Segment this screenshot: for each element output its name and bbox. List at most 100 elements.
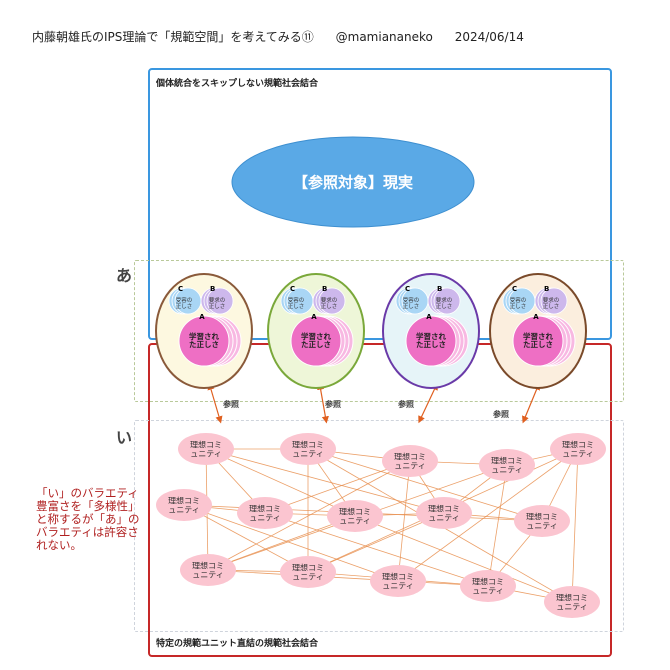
community-label: 理想コミュニティ	[472, 576, 504, 595]
ref-arrow-label: 参照	[397, 399, 414, 409]
community-label: 理想コミュニティ	[428, 503, 460, 522]
page-header: 内藤朝雄氏のIPS理論で「規範空間」を考えてみる⑪ @mamiananeko 2…	[32, 28, 542, 45]
community-link	[205, 448, 356, 517]
ref-arrow-label: 参照	[324, 399, 341, 409]
row-label-a: あ	[116, 266, 133, 285]
band-a	[134, 260, 624, 402]
community-14: 理想コミュニティ	[460, 570, 516, 602]
community-link	[307, 512, 445, 573]
community-link	[183, 504, 399, 582]
community-label: 理想コミュニティ	[556, 592, 588, 611]
community-node	[280, 433, 336, 465]
b-letter: B	[437, 285, 442, 293]
community-5: 理想コミュニティ	[550, 433, 606, 465]
ref-arrow-2	[317, 382, 329, 424]
community-link	[571, 448, 579, 603]
row-label-i: い	[116, 428, 133, 447]
community-11: 理想コミュニティ	[180, 554, 236, 586]
community-link	[205, 448, 445, 514]
a-letter: A	[533, 313, 539, 321]
c-letter: C	[405, 285, 410, 293]
a-circle	[512, 315, 564, 367]
community-link	[264, 460, 411, 514]
bottom-frame-title: 特定の規範ユニット直結の規範社会結合	[156, 639, 319, 649]
b-circle	[540, 287, 568, 315]
individual-3: C B 受容の正しさ 要求の正しさ A 学習された正しさ	[382, 273, 480, 389]
community-label: 理想コミュニティ	[190, 439, 222, 458]
b-text: 要求の正しさ	[209, 295, 226, 309]
community-2: 理想コミュニティ	[280, 433, 336, 465]
bottom-frame	[148, 343, 612, 657]
c-text: 受容の正しさ	[288, 295, 305, 309]
a-text: 学習された正しさ	[523, 331, 553, 349]
ref-arrow-3	[418, 382, 438, 424]
author-handle: @mamiananeko	[335, 30, 433, 44]
c-text: 受容の正しさ	[510, 295, 527, 309]
community-label: 理想コミュニティ	[249, 503, 281, 522]
community-3: 理想コミュニティ	[382, 445, 438, 477]
community-8: 理想コミュニティ	[327, 500, 383, 532]
page-title: 内藤朝雄氏のIPS理論で「規範空間」を考えてみる⑪	[32, 30, 314, 44]
community-node	[327, 500, 383, 532]
community-node	[550, 433, 606, 465]
a-letter: A	[311, 313, 317, 321]
c-letter: C	[290, 285, 295, 293]
community-label: 理想コミュニティ	[562, 439, 594, 458]
community-label: 理想コミュニティ	[491, 455, 523, 474]
community-link	[207, 460, 411, 571]
a-letter: A	[199, 313, 205, 321]
b-circle	[318, 287, 346, 315]
b-text: 要求の正しさ	[436, 295, 453, 309]
community-label: 理想コミュニティ	[382, 571, 414, 590]
community-node	[280, 556, 336, 588]
b-circle	[206, 287, 234, 315]
top-frame-title: 個体統合をスキップしない規範社会結合	[156, 79, 319, 89]
community-label: 理想コミュニティ	[526, 511, 558, 530]
post-date: 2024/06/14	[454, 30, 524, 44]
community-label: 理想コミュニティ	[292, 439, 324, 458]
community-node	[416, 497, 472, 529]
b-circle	[433, 287, 461, 315]
c-letter: C	[178, 285, 183, 293]
a-circle	[405, 315, 457, 367]
community-link	[354, 515, 573, 603]
ref-arrow-label: 参照	[492, 409, 509, 419]
community-node	[382, 445, 438, 477]
community-label: 理想コミュニティ	[168, 495, 200, 514]
community-4: 理想コミュニティ	[479, 449, 535, 481]
community-node	[370, 565, 426, 597]
b-letter: B	[322, 285, 327, 293]
community-node	[479, 449, 535, 481]
a-letter: A	[426, 313, 432, 321]
reference-ellipse	[231, 136, 475, 228]
b-letter: B	[210, 285, 215, 293]
b-text: 要求の正しさ	[543, 295, 560, 309]
a-text: 学習された正しさ	[416, 331, 446, 349]
community-link	[397, 448, 579, 582]
reference-label: 【参照対象】現実	[293, 174, 413, 192]
community-link	[307, 448, 543, 522]
ref-arrow-4	[522, 382, 540, 424]
community-13: 理想コミュニティ	[370, 565, 426, 597]
c-text: 受容の正しさ	[403, 295, 420, 309]
community-10: 理想コミュニティ	[514, 505, 570, 537]
community-node	[178, 433, 234, 465]
a-text: 学習された正しさ	[301, 331, 331, 349]
community-link	[264, 512, 489, 587]
community-label: 理想コミュニティ	[394, 451, 426, 470]
a-text: 学習された正しさ	[189, 331, 219, 349]
community-node	[180, 554, 236, 586]
community-6: 理想コミュニティ	[156, 489, 212, 521]
community-15: 理想コミュニティ	[544, 586, 600, 618]
community-link	[487, 464, 508, 587]
a-circle	[178, 315, 230, 367]
b-letter: B	[544, 285, 549, 293]
community-node	[156, 489, 212, 521]
community-label: 理想コミュニティ	[192, 560, 224, 579]
community-12: 理想コミュニティ	[280, 556, 336, 588]
community-node	[237, 497, 293, 529]
community-node	[514, 505, 570, 537]
